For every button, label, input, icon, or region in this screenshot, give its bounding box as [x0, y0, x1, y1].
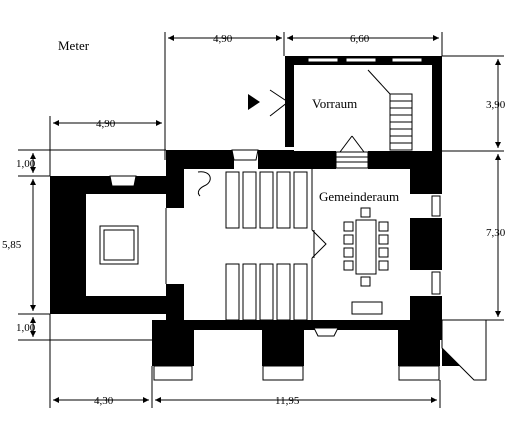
dim-top-vorraum-width: 6,60 [350, 33, 370, 45]
pier-lower [166, 284, 184, 330]
dim-right-main-depth: 7,30 [486, 227, 506, 239]
chancel-wall-bottom [50, 296, 180, 314]
walls [50, 56, 474, 366]
pew [259, 171, 274, 229]
pew [293, 171, 308, 229]
vorraum-entrance-door [269, 89, 289, 117]
pew [242, 171, 257, 229]
partition [311, 169, 327, 320]
dim-left-top-offset: 1,00 [16, 158, 36, 170]
pew [276, 171, 291, 229]
dim-top-left-width: 4,90 [96, 118, 116, 130]
vorraum-wall-right [432, 56, 442, 151]
vorraum-window-2 [345, 57, 377, 63]
vorraum-window-1 [307, 57, 339, 63]
right-windows [431, 195, 441, 295]
chair [343, 247, 354, 258]
pew [276, 263, 291, 321]
vorraum-steps [335, 151, 369, 169]
dim-top-annex-width: 4,90 [213, 33, 233, 45]
pew [225, 263, 240, 321]
chair [378, 234, 389, 245]
vorraum-window-3 [391, 57, 423, 63]
dim-left-chancel-depth: 5,85 [2, 239, 22, 251]
meeting-table [343, 207, 389, 315]
chair [343, 234, 354, 245]
chair [360, 207, 371, 218]
sideboard [351, 301, 383, 315]
top-niche [231, 149, 259, 161]
buttress-cap-2 [262, 365, 304, 381]
table [355, 219, 377, 275]
buttress-caps [153, 365, 440, 381]
hall-wall-right-1 [410, 150, 442, 194]
dim-bottom-main-width: 11,95 [275, 395, 300, 407]
vorraum-wall-left [285, 56, 294, 147]
pew [259, 263, 274, 321]
altar [99, 225, 139, 265]
buttress-cap-1 [153, 365, 193, 381]
chancel-niche [109, 175, 137, 187]
dimension-lines [18, 32, 504, 408]
dim-right-vorraum-depth: 3,90 [486, 99, 506, 111]
chancel-wall-left [50, 176, 86, 314]
chair [343, 260, 354, 271]
dim-left-bottom-offset: 1,00 [16, 322, 36, 334]
entrance-arrow-icon [248, 94, 260, 110]
window-right-1 [431, 195, 441, 217]
pew [242, 263, 257, 321]
dimension-arrows [30, 35, 501, 403]
vorraum-windows [307, 57, 423, 63]
pews-upper [225, 171, 308, 229]
bottom-niche [313, 327, 339, 337]
corner-cap [441, 319, 487, 381]
chair [378, 247, 389, 258]
buttress-cap-3 [398, 365, 440, 381]
pier-upper [166, 150, 184, 208]
chair [378, 260, 389, 271]
vorraum-door [339, 135, 365, 153]
room-label-vorraum: Vorraum [312, 96, 357, 111]
chair [360, 276, 371, 287]
buttress-2 [262, 326, 304, 366]
hall-wall-bottom [180, 320, 420, 330]
hall-wall-top-mid [258, 150, 336, 169]
pulpit-icon [197, 171, 211, 197]
unit-label: Meter [58, 38, 90, 53]
pew [225, 171, 240, 229]
hall-wall-right-2 [410, 218, 442, 270]
window-right-2 [431, 271, 441, 295]
pew [293, 263, 308, 321]
chair [378, 221, 389, 232]
pews-lower [225, 263, 308, 321]
chancel-interior [86, 194, 166, 296]
staircase [367, 69, 413, 151]
dim-bottom-chancel-width: 4,30 [94, 395, 114, 407]
room-label-gemeinderaum: Gemeinderaum [319, 189, 399, 204]
chair [343, 221, 354, 232]
